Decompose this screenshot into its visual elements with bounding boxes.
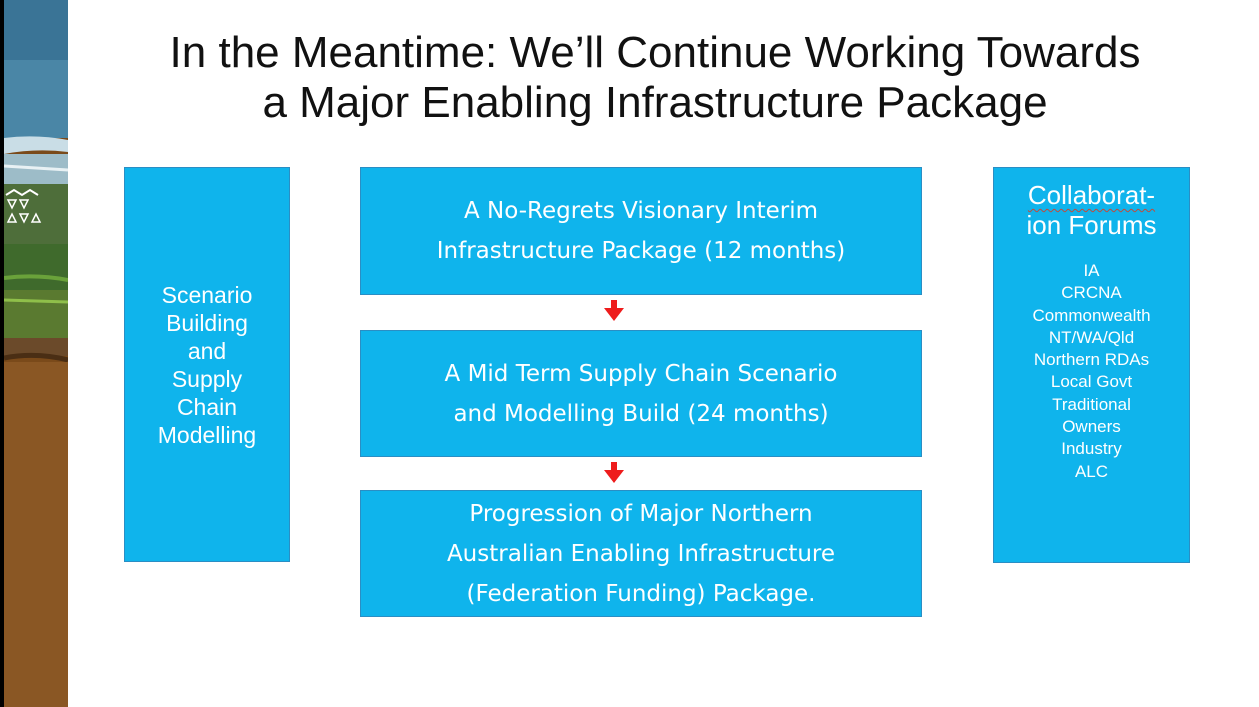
forum-member-item: NT/WA/Qld <box>1048 327 1135 347</box>
major-package-box: Progression of Major Northern Australian… <box>360 490 922 617</box>
midterm-box-line: A Mid Term Supply Chain Scenario <box>444 360 838 387</box>
forum-member-item: Traditional <box>1052 394 1131 414</box>
scenario-box-line: Building <box>166 309 248 336</box>
interim-box-line: Infrastructure Package (12 months) <box>436 238 846 264</box>
scenario-box-line: Supply <box>171 365 243 392</box>
scenario-box-line: Chain <box>176 393 238 420</box>
forum-member-item: Local Govt <box>1050 372 1133 392</box>
forum-member-item: IA <box>1083 261 1100 280</box>
forum-member-item: Industry <box>1061 439 1122 459</box>
down-arrow-icon <box>604 300 624 321</box>
scenario-box-line: Scenario <box>161 281 253 308</box>
forum-member-item: CRCNA <box>1061 283 1122 303</box>
forums-heading-line: Collaborat- <box>1027 180 1156 210</box>
progression-box-line: Australian Enabling Infrastructure <box>446 540 836 567</box>
slide-title: In the Meantime: We’ll Continue Working … <box>70 28 1240 128</box>
progression-box-line: Progression of Major Northern <box>469 500 813 527</box>
forum-member-item: Commonwealth <box>1032 305 1151 325</box>
slide-title-line-2: a Major Enabling Infrastructure Package <box>262 78 1048 127</box>
forum-member-item: Northern RDAs <box>1033 350 1150 370</box>
interim-box-line: A No-Regrets Visionary Interim <box>463 198 819 224</box>
down-arrow-icon <box>604 462 624 483</box>
midterm-box-line: and Modelling Build (24 months) <box>453 400 829 427</box>
collaboration-forums-box: Collaborat- ion Forums IA CRCNA Commonwe… <box>993 167 1190 563</box>
scenario-box-line: and <box>187 337 227 364</box>
midterm-scenario-box: A Mid Term Supply Chain Scenario and Mod… <box>360 330 922 457</box>
forums-heading: Collaborat- ion Forums <box>1026 180 1156 240</box>
forum-member-item: ALC <box>1074 461 1109 481</box>
progression-box-line: (Federation Funding) Package. <box>466 580 816 607</box>
forum-member-item: Owners <box>1062 417 1121 437</box>
scenario-box-line: Modelling <box>157 421 257 448</box>
forums-heading-line: ion Forums <box>1026 210 1157 240</box>
forums-member-list: IA CRCNA Commonwealth NT/WA/Qld Northern… <box>1032 260 1150 483</box>
left-border <box>0 0 4 707</box>
interim-package-box: A No-Regrets Visionary Interim Infrastru… <box>360 167 922 295</box>
decorative-landscape-strip <box>4 0 68 707</box>
slide-title-line-1: In the Meantime: We’ll Continue Working … <box>169 28 1141 77</box>
scenario-modelling-box: Scenario Building and Supply Chain Model… <box>124 167 290 562</box>
